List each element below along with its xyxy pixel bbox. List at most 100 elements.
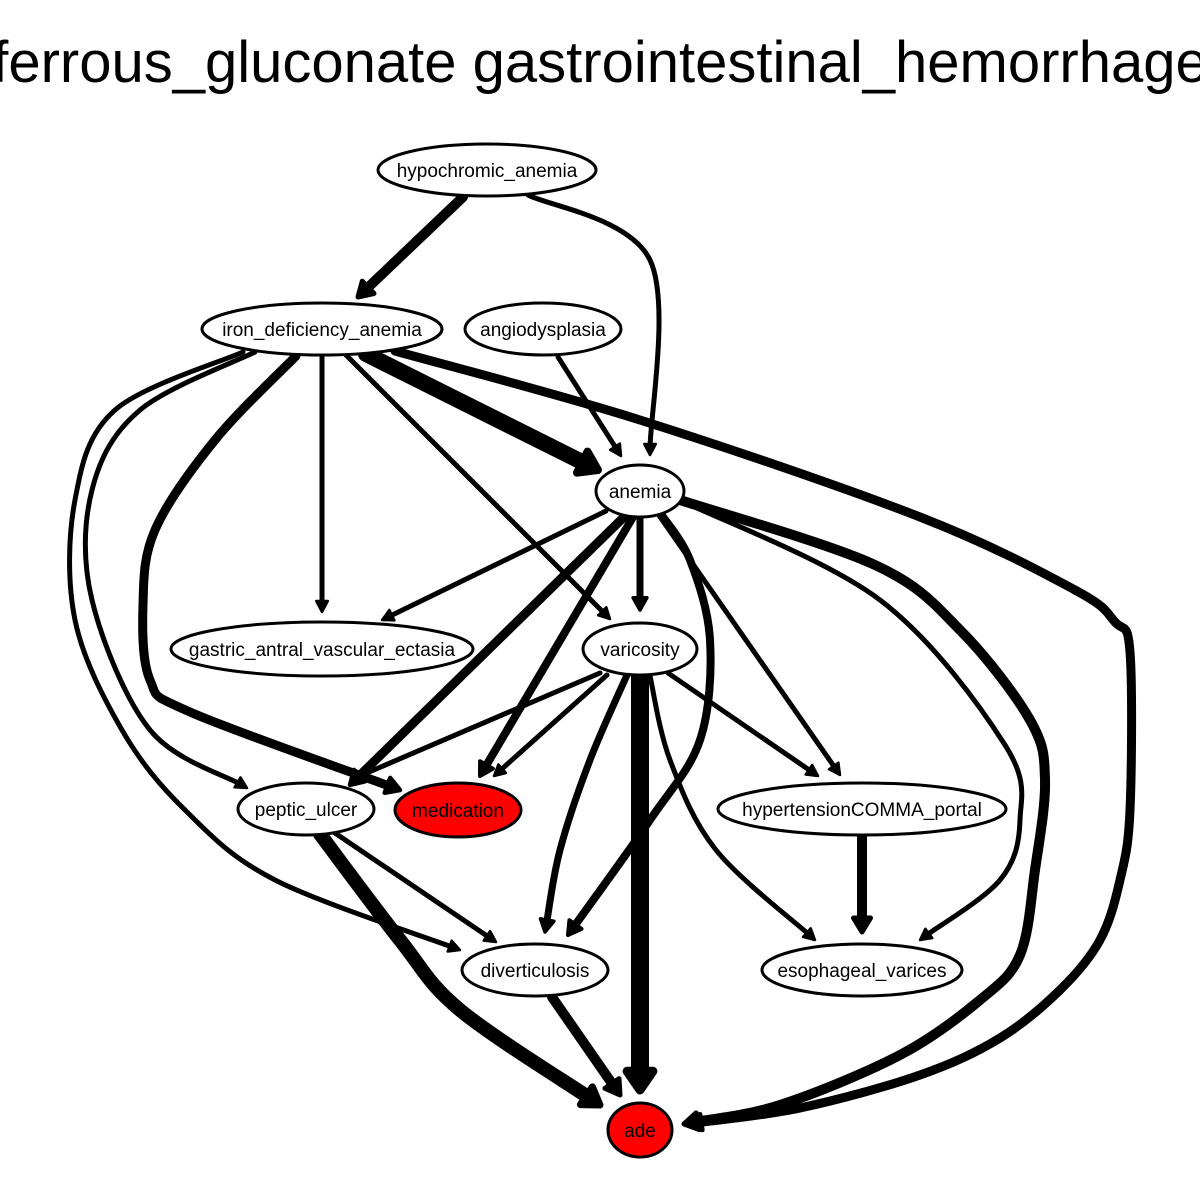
node-angiodysplasia: angiodysplasia xyxy=(463,301,623,357)
node-label: gastric_antral_vascular_ectasia xyxy=(189,640,456,661)
edge-iron_deficiency_anemia-to-peptic_ulcer xyxy=(82,349,258,790)
edge-varicosity-to-diverticulosis xyxy=(538,671,631,934)
edge-arrowhead xyxy=(380,608,396,622)
edge-line xyxy=(385,508,609,620)
node-ellipse xyxy=(594,463,686,519)
node-esophageal_varices: esophageal_varices xyxy=(760,942,964,998)
node-label: varicosity xyxy=(600,640,680,661)
edge-iron_deficiency_anemia-to-varicosity xyxy=(343,352,612,621)
edge-arrowhead xyxy=(538,917,556,934)
edge-varicosity-to-medication xyxy=(492,672,610,778)
edge-angiodysplasia-to-anemia xyxy=(555,354,623,458)
node-label: hypertensionCOMMA_portal xyxy=(742,800,982,821)
edges-layer xyxy=(67,192,1137,1133)
edge-line xyxy=(138,351,397,792)
edge-line xyxy=(358,346,597,474)
edge-arrowhead xyxy=(918,927,934,942)
edge-arrowhead xyxy=(315,599,330,614)
node-ade: ade xyxy=(606,1101,674,1159)
edge-hypochromic_anemia-to-anemia xyxy=(525,192,662,457)
edge-line xyxy=(358,670,603,778)
edge-line xyxy=(681,499,1025,939)
edge-arrowhead xyxy=(602,1076,623,1098)
node-label: hypochromic_anemia xyxy=(397,161,578,182)
edge-iron_deficiency_anemia-to-medication xyxy=(138,351,403,796)
node-label: angiodysplasia xyxy=(480,320,606,341)
node-ellipse xyxy=(376,142,598,198)
node-peptic_ulcer: peptic_ulcer xyxy=(236,781,376,837)
edge-arrowhead xyxy=(446,939,462,953)
edge-anemia-to-esophageal_varices xyxy=(681,499,1025,942)
edge-line xyxy=(67,349,457,951)
edge-varicosity-to-ade xyxy=(622,667,658,1095)
edge-arrowhead xyxy=(482,929,498,944)
graph-title: ferrous_gluconate gastrointestinal_hemor… xyxy=(0,30,1200,95)
node-ellipse xyxy=(169,620,475,678)
edge-arrowhead xyxy=(827,761,842,777)
node-hypochromic_anemia: hypochromic_anemia xyxy=(376,142,598,198)
edge-line xyxy=(351,511,630,784)
edge-line xyxy=(547,992,621,1094)
edge-hypertensionCOMMA_portal-to-esophageal_varices xyxy=(851,831,873,935)
edge-arrowhead xyxy=(353,767,369,781)
edge-varicosity-to-hypertensionCOMMA_portal xyxy=(665,670,820,778)
edge-diverticulosis-to-ade xyxy=(547,992,623,1098)
node-iron_deficiency_anemia: iron_deficiency_anemia xyxy=(200,301,444,357)
edge-arrowhead xyxy=(608,442,623,458)
node-ellipse xyxy=(463,301,623,357)
edge-line xyxy=(496,672,610,775)
edge-arrowhead xyxy=(576,1083,604,1109)
node-ellipse xyxy=(760,942,964,998)
edge-line xyxy=(343,352,608,617)
node-label: ade xyxy=(624,1121,656,1142)
node-ellipse xyxy=(393,781,523,839)
edge-line xyxy=(665,670,816,775)
edge-arrowhead xyxy=(596,605,612,621)
edge-iron_deficiency_anemia-to-gastric_antral_vascular_ectasia xyxy=(315,354,330,614)
node-diverticulosis: diverticulosis xyxy=(460,942,610,998)
edge-line xyxy=(525,192,662,451)
node-label: esophageal_varices xyxy=(777,961,946,982)
edge-line xyxy=(329,828,494,941)
node-ellipse xyxy=(236,781,376,837)
edge-peptic_ulcer-to-diverticulosis xyxy=(329,828,498,944)
edge-arrowhead xyxy=(573,447,602,477)
edge-arrowhead xyxy=(681,1110,702,1133)
node-ellipse xyxy=(581,621,699,677)
node-label: medication xyxy=(412,801,504,822)
edge-line xyxy=(542,671,631,929)
edge-arrowhead xyxy=(804,763,820,778)
edge-line xyxy=(82,349,258,788)
edge-hypochromic_anemia-to-iron_deficiency_anemia xyxy=(355,192,468,300)
node-anemia: anemia xyxy=(594,463,686,519)
edge-line xyxy=(479,513,637,774)
node-ellipse xyxy=(716,781,1008,837)
edge-line xyxy=(647,673,813,939)
edge-varicosity-to-esophageal_varices xyxy=(647,673,817,942)
edge-varicosity-to-peptic_ulcer xyxy=(353,670,603,781)
edge-arrowhead xyxy=(631,596,649,612)
edge-iron_deficiency_anemia-to-anemia xyxy=(358,346,602,477)
node-gastric_antral_vascular_ectasia: gastric_antral_vascular_ectasia xyxy=(169,620,475,678)
node-hypertensionCOMMA_portal: hypertensionCOMMA_portal xyxy=(716,781,1008,837)
edge-arrowhead xyxy=(492,763,508,778)
edge-arrowhead xyxy=(851,915,873,935)
edge-iron_deficiency_anemia-to-diverticulosis xyxy=(67,349,462,953)
edge-anemia-to-ade xyxy=(675,495,1051,1133)
node-label: anemia xyxy=(609,482,672,503)
edge-anemia-to-gastric_antral_vascular_ectasia xyxy=(380,508,609,622)
edge-arrowhead xyxy=(478,759,495,778)
edge-arrowhead xyxy=(355,278,377,300)
edge-line xyxy=(313,827,599,1107)
node-ellipse xyxy=(200,301,444,357)
edge-arrowhead xyxy=(382,775,403,796)
edge-line xyxy=(390,346,1137,1128)
edge-arrowhead xyxy=(566,918,584,937)
edge-arrowhead xyxy=(622,1066,658,1095)
edge-peptic_ulcer-to-ade xyxy=(313,827,604,1109)
edge-anemia-to-medication xyxy=(478,513,637,778)
node-medication: medication xyxy=(393,781,523,839)
node-ellipse xyxy=(460,942,610,998)
nodes-layer: hypochromic_anemia iron_deficiency_anemia… xyxy=(169,142,1008,1159)
